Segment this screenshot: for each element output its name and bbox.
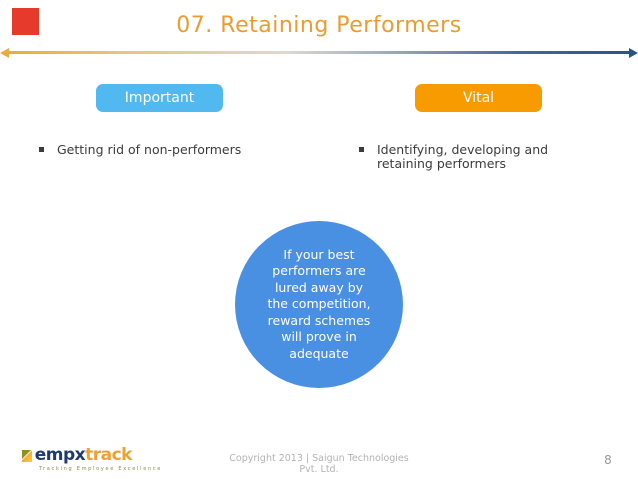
logo-mark-icon <box>22 449 32 462</box>
vital-label-text: Vital <box>462 90 495 106</box>
red-accent-square <box>12 8 39 35</box>
bullet-square-icon <box>39 147 44 152</box>
important-label: Important <box>96 84 223 112</box>
arrow-right-icon <box>629 47 638 58</box>
logo-tagline: Tracking Employee Excellence <box>39 466 163 472</box>
bullet-item-right: Identifying, developing and retaining pe… <box>359 143 555 171</box>
page-number: 8 <box>604 453 612 467</box>
important-label-text: Important <box>124 90 195 106</box>
callout-circle-text: If your best performers are lured away b… <box>267 246 371 361</box>
gradient-divider-line <box>8 51 630 54</box>
slide-title: 07. Retaining Performers <box>176 13 462 38</box>
bullet-right-text: Identifying, developing and retaining pe… <box>377 142 549 171</box>
bullet-square-icon <box>359 147 364 152</box>
copyright-text: Copyright 2013 | Saigun Technologies Pvt… <box>229 453 409 475</box>
vital-label: Vital <box>415 84 542 112</box>
logo-text-primary: empx <box>34 445 86 465</box>
callout-circle: If your best performers are lured away b… <box>235 221 403 388</box>
empxtrack-logo: empx track Tracking Employee Excellence <box>22 445 163 472</box>
logo-text-secondary: track <box>85 445 132 465</box>
arrow-left-icon <box>0 47 9 58</box>
bullet-left-text: Getting rid of non-performers <box>57 142 242 157</box>
bullet-item-left: Getting rid of non-performers <box>39 143 269 157</box>
